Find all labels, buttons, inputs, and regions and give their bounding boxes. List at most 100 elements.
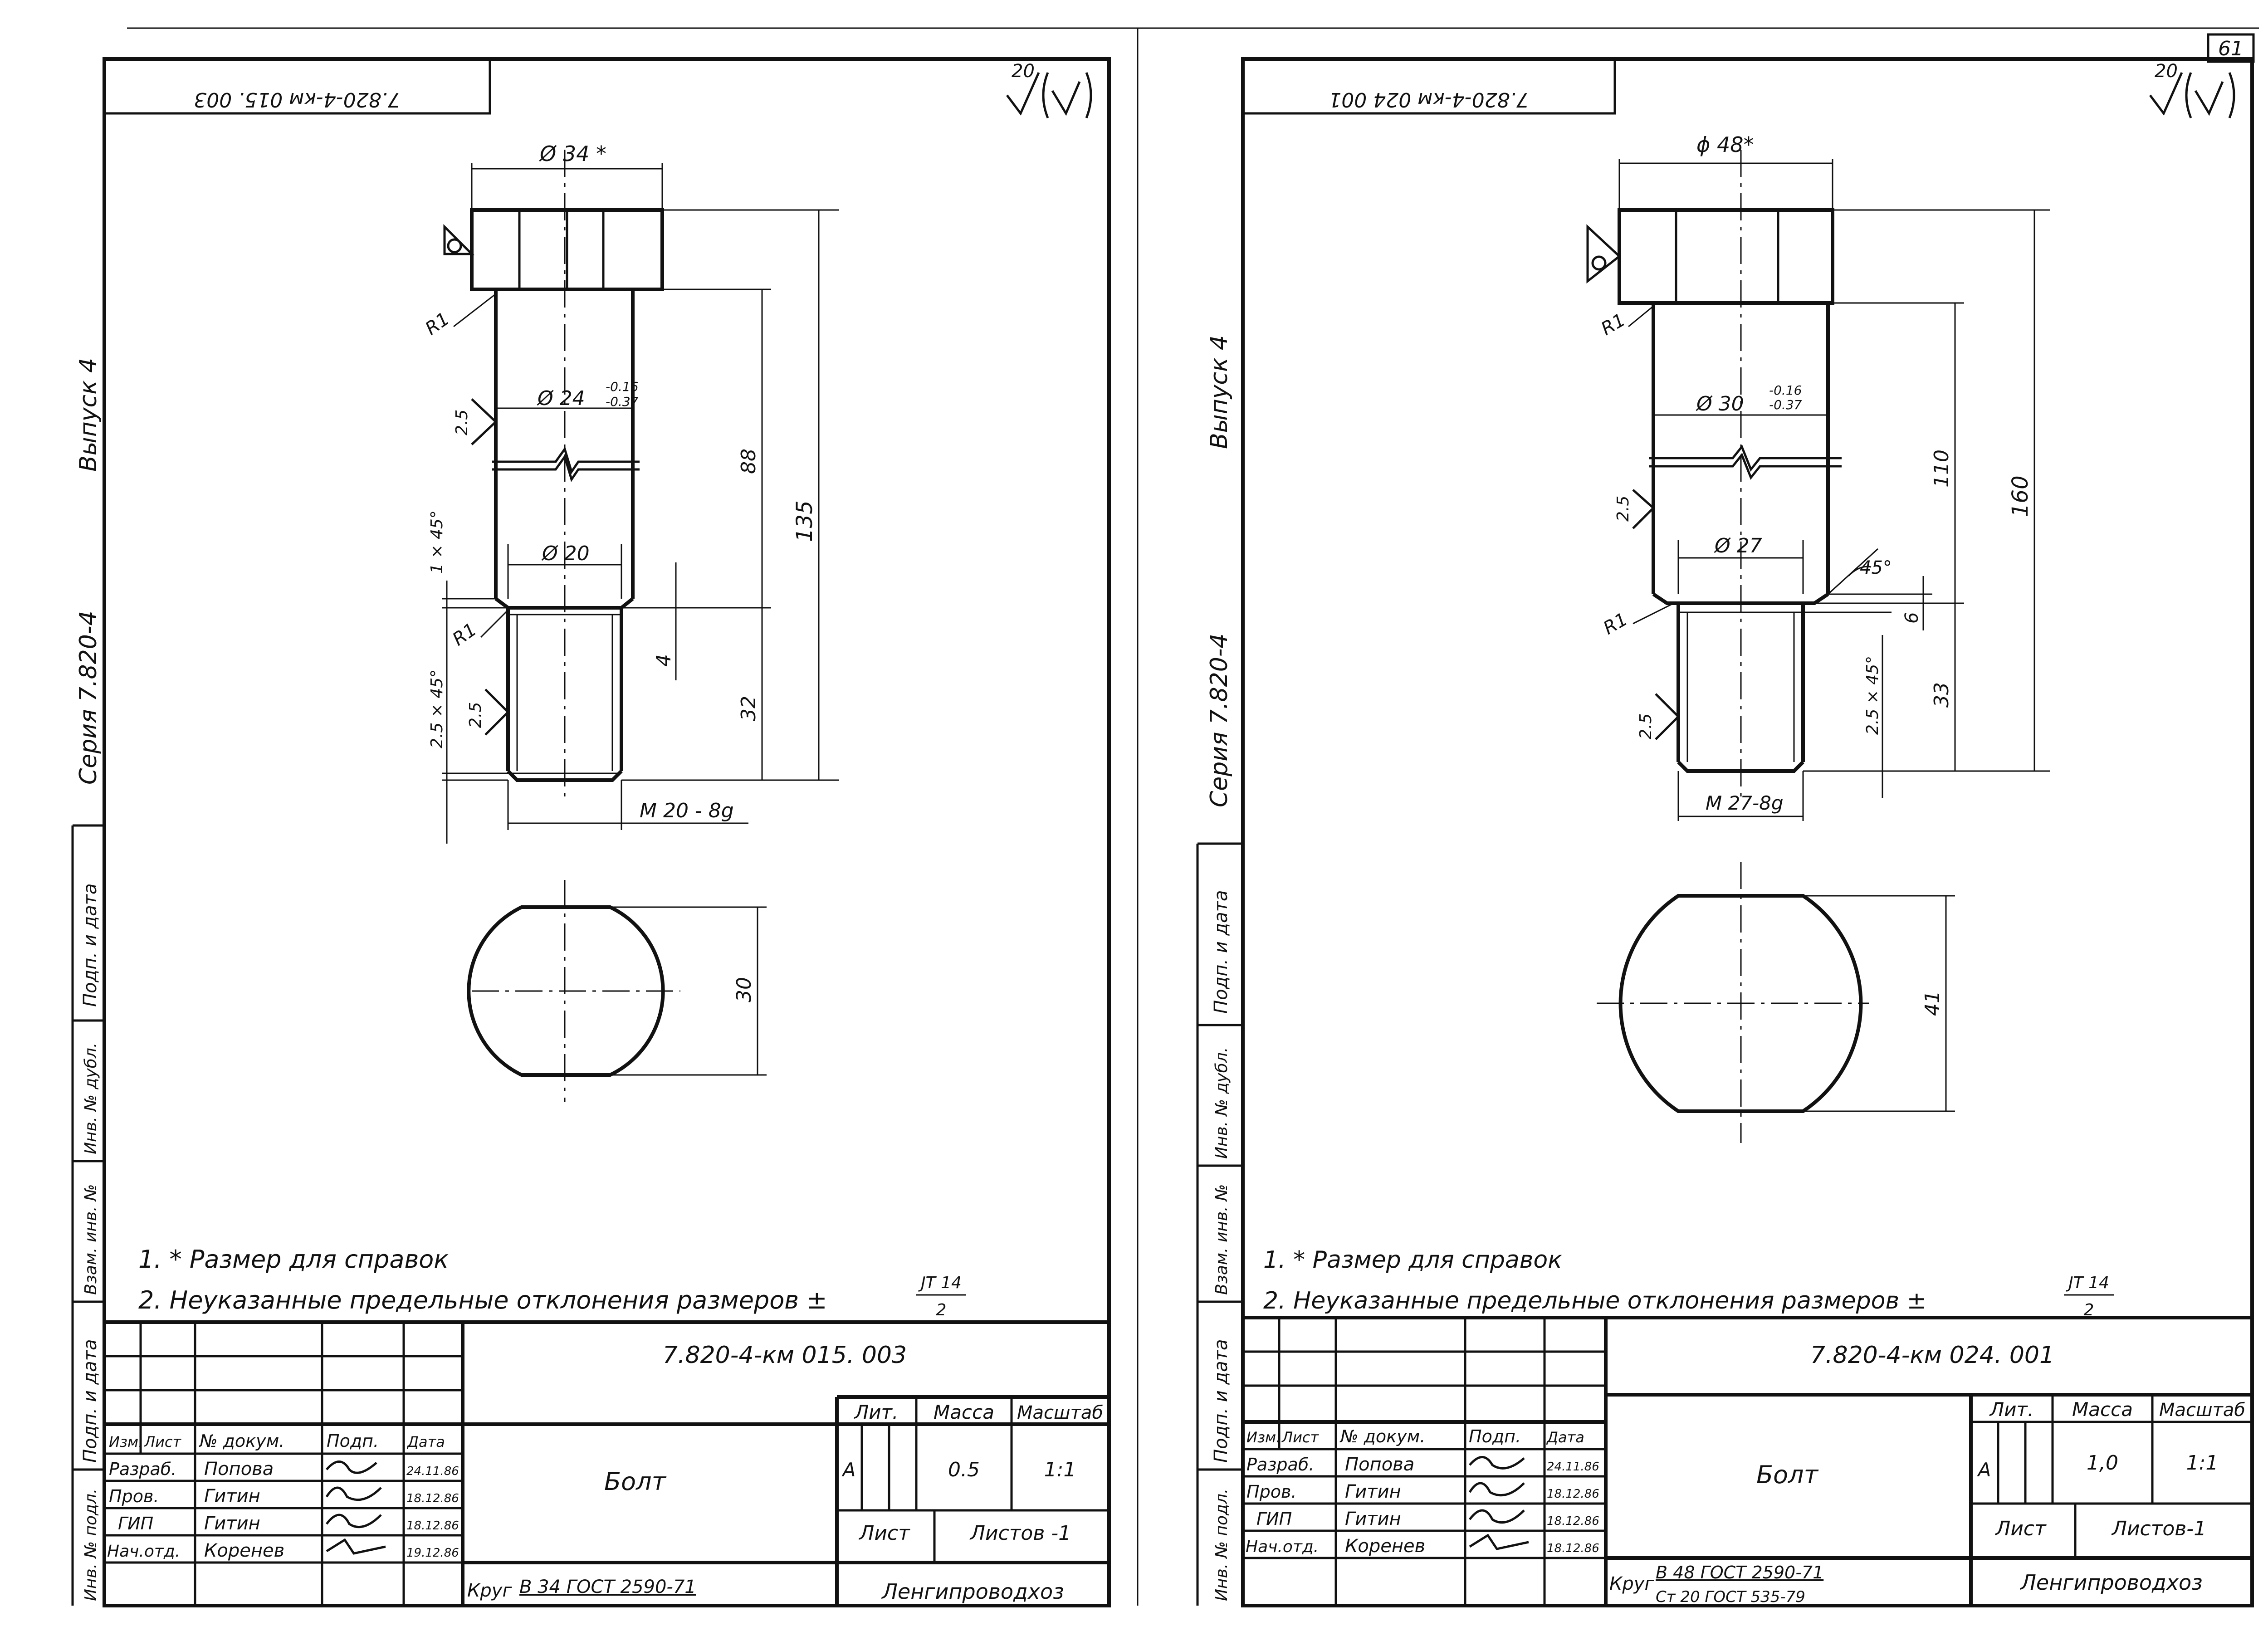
series-label: Серия 7.820-4 [75, 610, 102, 785]
date-3: 18.12.86 [1547, 1514, 1599, 1528]
svg-text:20: 20 [2155, 61, 2178, 82]
date-1: 24.11.86 [406, 1465, 459, 1478]
radius-bottom: R1 [449, 619, 480, 650]
page-number: 61 [2218, 37, 2244, 60]
doc-code: 7.820-4-км 024. 001 [1810, 1342, 2054, 1369]
hdr-sign: Подп. [1469, 1426, 1521, 1446]
date-1: 24.11.86 [1547, 1460, 1599, 1474]
sheet-label: Лист [1994, 1517, 2047, 1540]
hdr-list: Лист [144, 1433, 181, 1450]
issue-label: Выпуск 4 [75, 358, 102, 472]
signature [1469, 1533, 1529, 1550]
dimensions: ϕ 48* Ø 30 -0.16 -0.37 Ø 27 110 160 33 6 [1598, 132, 2050, 821]
title-block: 7.820-4-км 015. 003 Болт Лит. Масса Масш… [104, 1320, 1109, 1606]
stamp-rotated: 7.820-4-км 015. 003 [194, 88, 400, 111]
signature [326, 1538, 386, 1555]
scale-header: Масштаб [2159, 1400, 2245, 1421]
thread-spec: М 27-8g [1706, 792, 1784, 814]
dim-neck-dia: Ø 27 [1714, 534, 1762, 557]
lit-value: А [841, 1459, 856, 1481]
material: Круг [467, 1580, 512, 1601]
dim-shank-tol-low: -0.37 [1769, 397, 1802, 412]
left-sheet: Серия 7.820-4 Выпуск 4 Подп. и дата Инв.… [71, 57, 1111, 1607]
bolt-shank [492, 150, 640, 798]
dim-shank-tol-low: -0.37 [606, 394, 639, 409]
part-name: Болт [1756, 1460, 1819, 1489]
rough-b: 2.5 [1637, 713, 1655, 739]
sheets-label: Листов-1 [2111, 1517, 2206, 1540]
hdr-date: Дата [406, 1433, 445, 1450]
role-2: Пров. [1246, 1482, 1296, 1502]
roughness-symbol: 20 [2149, 61, 2235, 118]
dim-shank-dia: Ø 24 [537, 387, 585, 410]
date-4: 18.12.86 [1547, 1542, 1599, 1555]
scale-header: Масштаб [1017, 1402, 1103, 1423]
name-1: Попова [1345, 1454, 1414, 1475]
lit-header: Лит. [854, 1401, 899, 1423]
hdr-doc: № докум. [199, 1431, 284, 1451]
role-3: ГИП [1256, 1509, 1292, 1529]
doc-code: 7.820-4-км 015. 003 [663, 1342, 907, 1369]
lit-header: Лит. [1989, 1398, 2034, 1421]
note-2: 2. Неуказанные предельные отклонения раз… [138, 1286, 827, 1314]
dim-len-shank: 88 [737, 449, 760, 474]
radius-top: R1 [1598, 309, 1629, 339]
material: Круг [1609, 1573, 1654, 1594]
note-2: 2. Неуказанные предельные отклонения раз… [1263, 1287, 1926, 1314]
dim-len-thread: 32 [737, 696, 760, 721]
dim-len-thread: 33 [1930, 682, 1953, 708]
role-1: Разраб. [109, 1459, 176, 1479]
hdr-date: Дата [1546, 1429, 1584, 1446]
signature [1469, 1456, 1525, 1470]
dim-shank-tol-up: -0.16 [1769, 383, 1802, 398]
thread-spec: М 20 - 8g [640, 799, 734, 822]
dim-flat: 41 [1921, 991, 1944, 1016]
dimensions: Ø 34 * Ø 24 -0.16 -0.37 Ø 20 88 135 32 4 [421, 142, 839, 844]
date-4: 19.12.86 [406, 1546, 459, 1560]
dim-chamfer-thread: 2.5 × 45° [428, 669, 446, 748]
side-label-dup-inv: Инв. № дубл. [82, 1043, 100, 1154]
dim-flat: 30 [733, 977, 756, 1002]
material-spec: В 34 ГОСТ 2590-71 [519, 1577, 696, 1597]
note-frac-bottom: 2 [936, 1301, 947, 1319]
sheets-label: Листов -1 [969, 1522, 1071, 1545]
end-view: 30 [467, 880, 767, 1102]
name-2: Гитин [204, 1486, 260, 1507]
title-block: 7.820-4-км 024. 001 Болт Лит. Масса Масш… [1243, 1316, 2252, 1606]
organization: Ленгипроводхоз [2019, 1570, 2202, 1595]
bolt-head [1586, 208, 1834, 305]
name-1: Попова [204, 1459, 274, 1480]
mass-value: 0.5 [948, 1458, 980, 1481]
scale-value: 1:1 [2186, 1451, 2219, 1475]
stamp-rotated-right: 7.820-4-км 024 001 [1329, 88, 1529, 111]
lit-value: А [1977, 1459, 1991, 1481]
dim-shank-dia: Ø 30 [1696, 392, 1744, 415]
right-frame [1241, 57, 2254, 1607]
side-label-replace-inv: Взам. инв. № [82, 1184, 100, 1295]
dim-groove: 6 [1901, 612, 1922, 624]
organization: Ленгипроводхоз [881, 1579, 1064, 1604]
side-label-replace-inv: Взам. инв. № [1212, 1184, 1231, 1295]
dim-len-shank: 110 [1930, 449, 1953, 488]
rough-a: 2.5 [453, 410, 471, 435]
role-3: ГИП [118, 1514, 153, 1533]
dim-chamfer-thread: 2.5 × 45° [1863, 656, 1882, 735]
dim-head-dia: Ø 34 * [539, 142, 606, 166]
role-1: Разраб. [1246, 1455, 1314, 1475]
svg-text:20: 20 [1012, 61, 1035, 82]
role-2: Пров. [109, 1486, 159, 1506]
role-4: Нач.отд. [107, 1542, 180, 1561]
hdr-doc: № докум. [1339, 1426, 1425, 1446]
date-2: 18.12.86 [406, 1492, 459, 1505]
side-label-sign-date: Подп. и дата [80, 884, 101, 1007]
hdr-izm: Изм. [109, 1433, 143, 1450]
dim-len-total: 160 [2008, 475, 2033, 517]
series-label-right: Серия 7.820-4 [1206, 633, 1233, 807]
dim-groove: 4 [652, 654, 675, 667]
name-3: Гитин [204, 1513, 260, 1534]
right-sheet: Серия 7.820-4 Выпуск 4 Подп. и дата Инв.… [1196, 57, 2254, 1607]
signature [1469, 1509, 1525, 1524]
hdr-sign: Подп. [327, 1431, 379, 1451]
note-frac-bottom: 2 [2084, 1301, 2094, 1319]
